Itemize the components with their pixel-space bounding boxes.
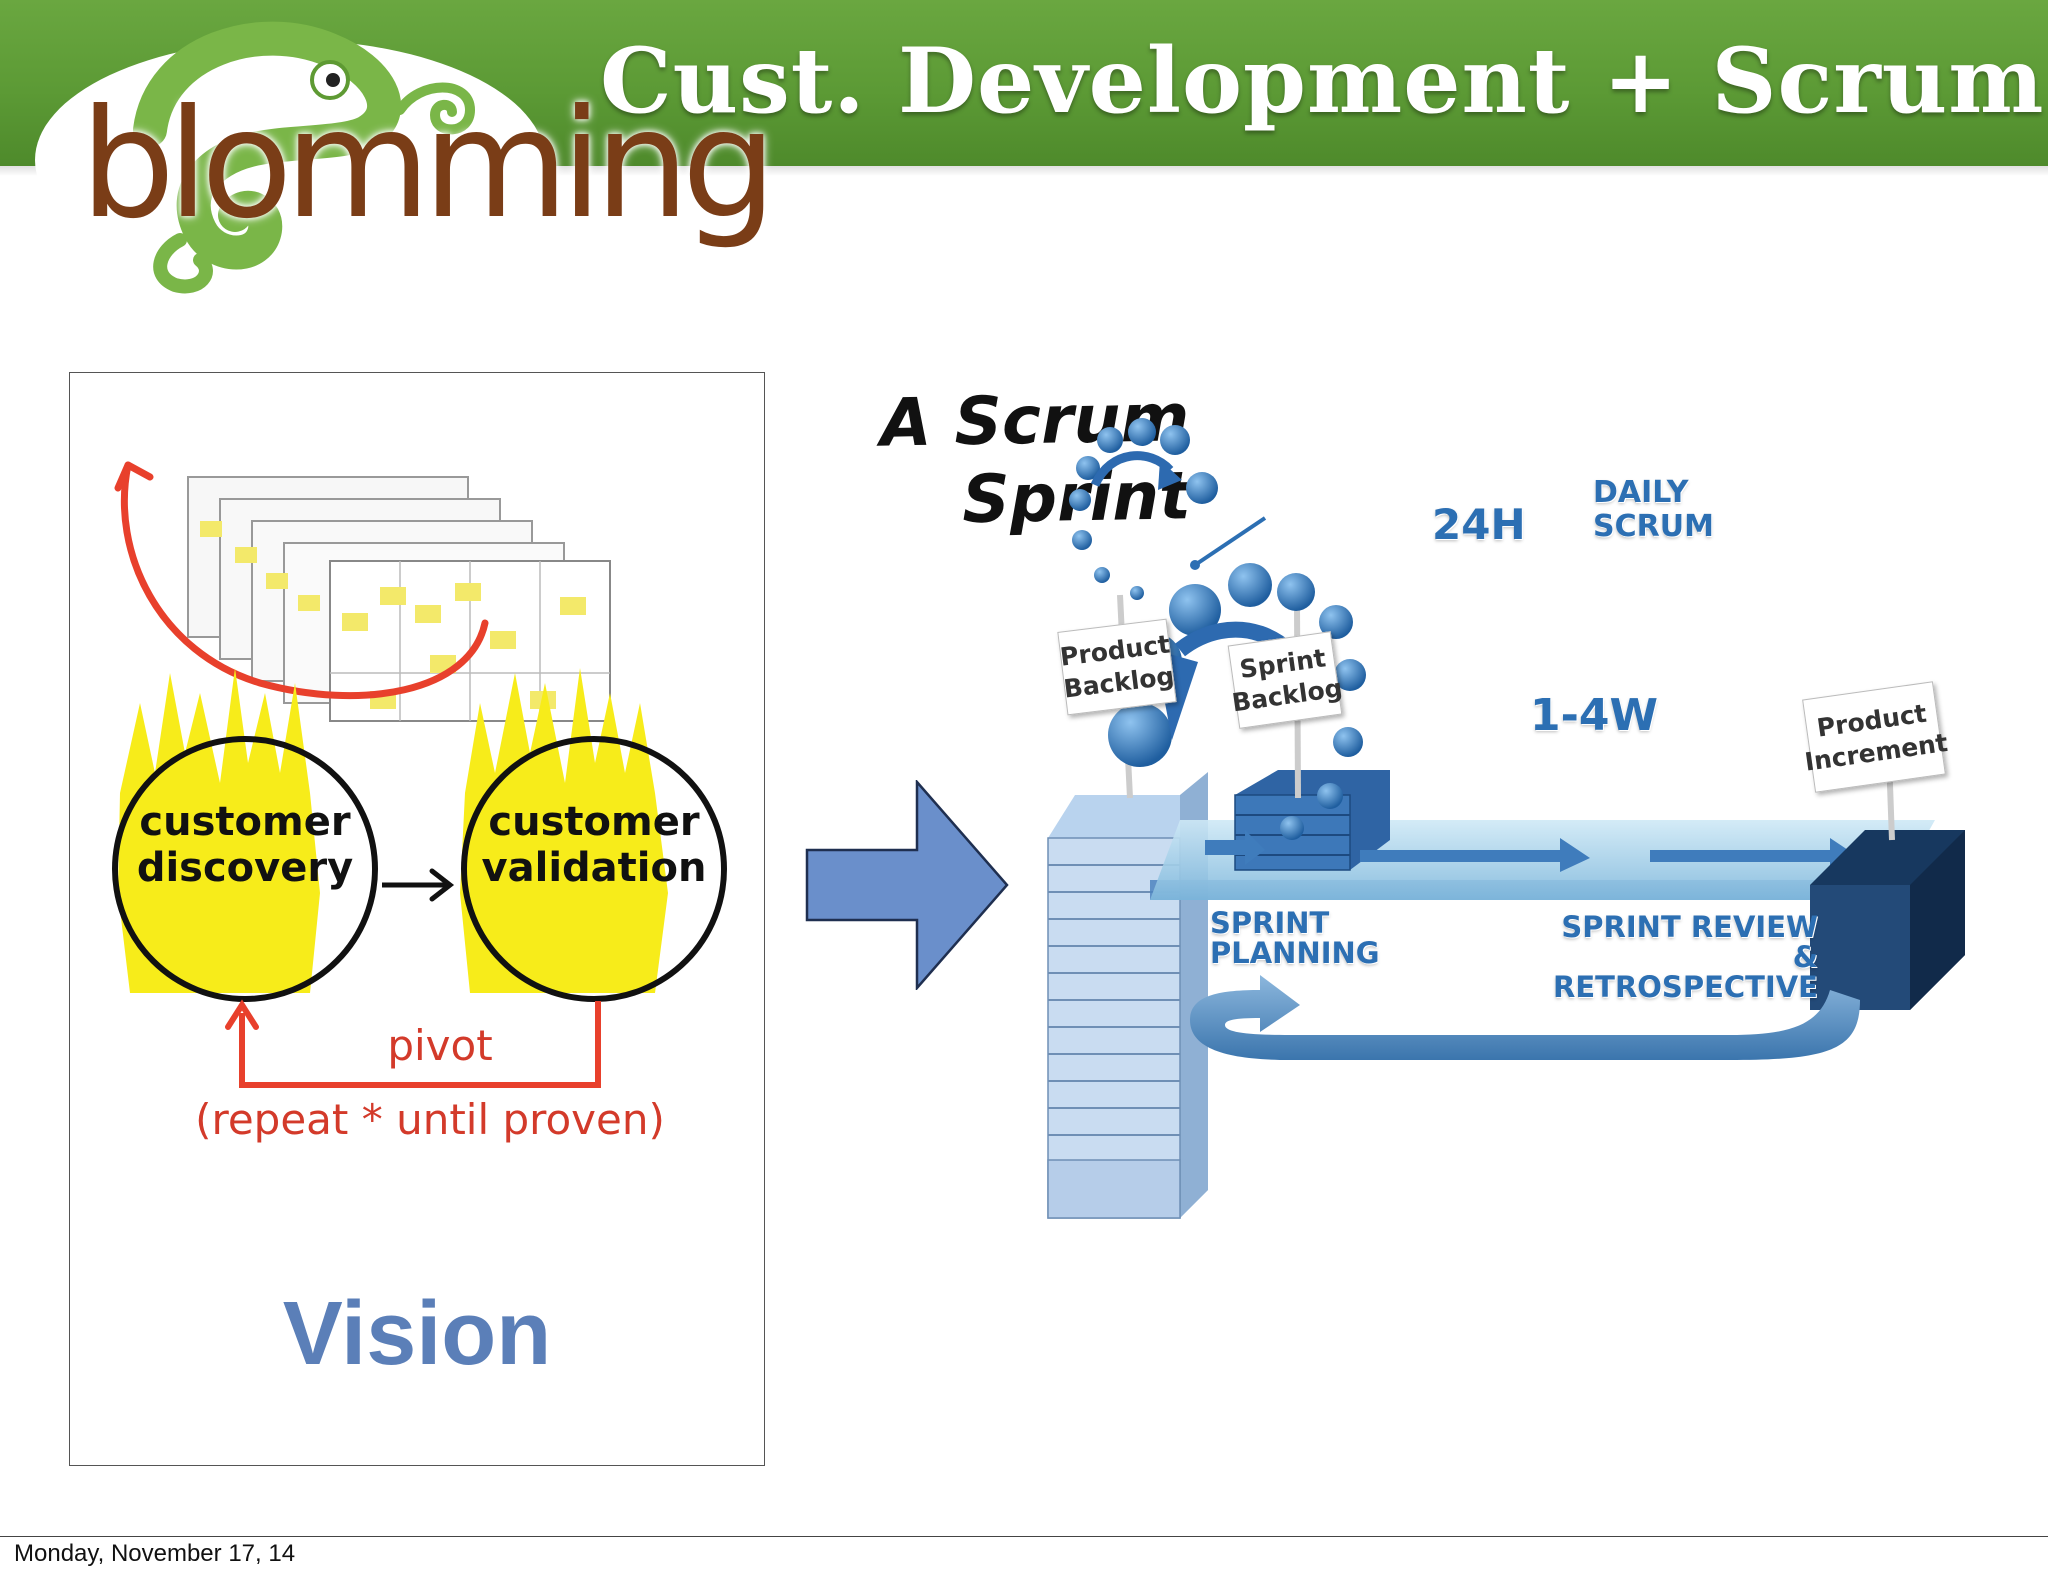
product-backlog-sign: Product Backlog <box>1057 618 1177 716</box>
product-increment-sign: Product Increment <box>1802 681 1949 793</box>
scrum-sprint-diagram: Product Backlog Sprint Backlog Product I… <box>1030 400 2040 1220</box>
repeat-label: (repeat * until proven) <box>195 1095 665 1144</box>
flame-left <box>118 668 320 993</box>
right-arrow-icon <box>805 780 1009 990</box>
customer-development-diagram <box>112 461 727 1088</box>
logo-wordmark: blomming <box>80 78 777 252</box>
business-model-canvas-stack <box>187 476 611 722</box>
daily-scrum-label: DAILY SCRUM <box>1593 475 1714 544</box>
sprint-backlog-sign: Sprint Backlog <box>1227 631 1344 729</box>
customer-development-panel: customer discovery customer validation p… <box>69 372 765 1466</box>
pivot-label: pivot <box>387 1021 493 1070</box>
cycle-weeks-label: 1-4W <box>1530 690 1659 741</box>
sprint-planning-label: SPRINT PLANNING <box>1210 906 1380 970</box>
vision-label: Vision <box>282 1284 552 1384</box>
customer-validation-circle <box>461 736 727 1002</box>
slide-date: Monday, November 17, 14 <box>14 1540 296 1567</box>
flame-right <box>460 668 668 993</box>
blomming-logo: blomming <box>30 10 777 300</box>
customer-discovery-label: customer discovery <box>136 799 354 891</box>
cycle-24h-label: 24H <box>1432 500 1526 549</box>
sprint-review-label: SPRINT REVIEW & RETROSPECTIVE <box>1553 910 1818 1004</box>
chameleon-icon <box>35 21 545 294</box>
slide-title: Cust. Development + Scrum <box>600 28 2045 134</box>
product-increment-cube <box>1810 830 1965 1010</box>
customer-discovery-circle <box>112 736 378 1002</box>
scrum-diagram-graphic <box>1047 418 1965 1219</box>
slide: blomming Cust. Development + Scrum <box>0 0 2048 1466</box>
daily-scrum-cycle <box>1069 418 1218 600</box>
bottom-rule <box>0 1536 2048 1537</box>
product-backlog-stack <box>1047 772 1208 1219</box>
customer-validation-label: customer validation <box>481 799 707 891</box>
